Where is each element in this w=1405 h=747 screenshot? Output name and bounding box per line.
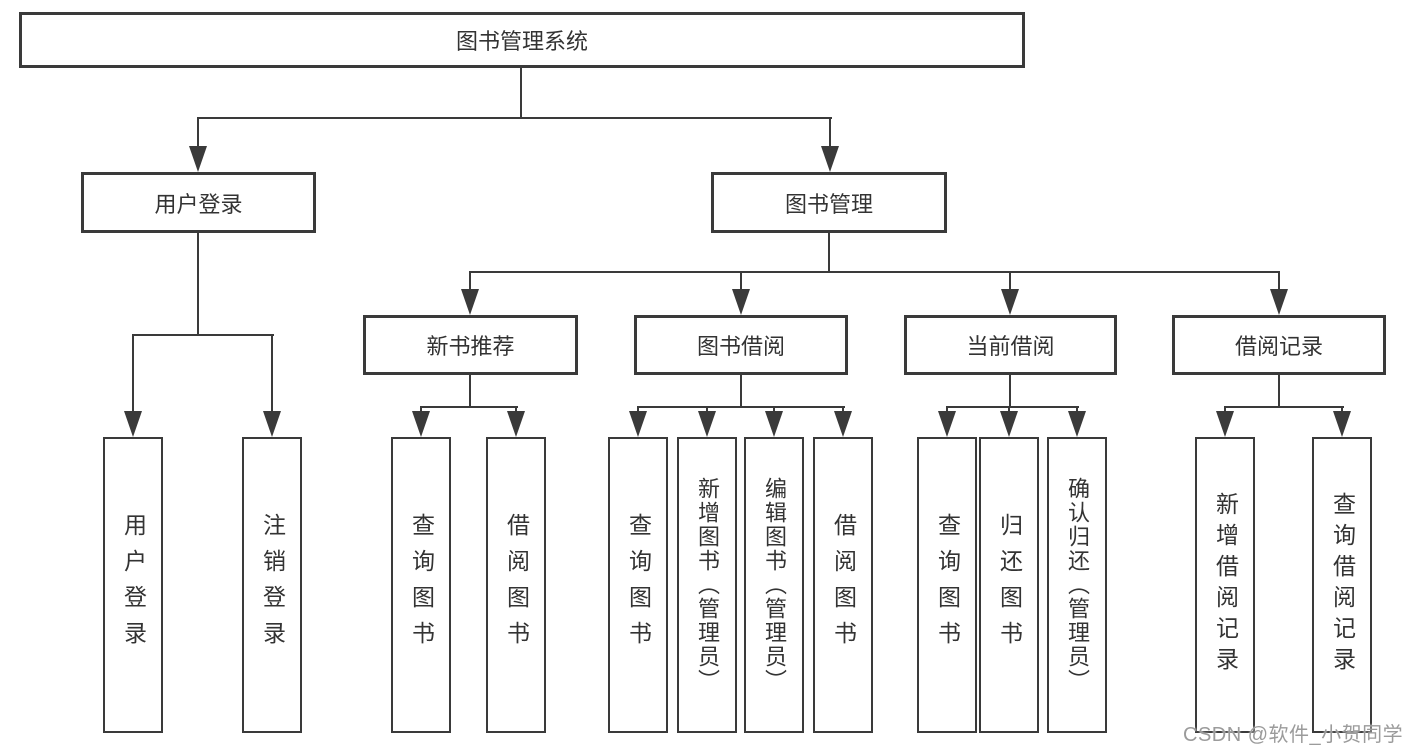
node-label: 借阅记录 (1234, 334, 1323, 359)
arrowhead-icon (461, 289, 479, 315)
arrowhead-icon (1270, 289, 1288, 315)
leaf-label: 编辑图书（管理员） (762, 477, 787, 693)
leaf-confirm-return-admin: 确认归还（管理员） (1047, 437, 1107, 733)
arrowhead-icon (124, 411, 142, 437)
connector-line (740, 273, 742, 291)
connector-line (1008, 406, 1010, 413)
connector-line (706, 406, 708, 413)
connector-line (132, 336, 134, 413)
leaf-label: 查询借阅记录 (1329, 492, 1356, 678)
connector-line (197, 117, 832, 119)
watermark: CSDN @软件_小贺同学 (1183, 724, 1404, 746)
arrowhead-icon (1068, 411, 1086, 437)
node-label: 新书推荐 (426, 334, 515, 359)
connector-line (1224, 406, 1344, 408)
connector-line (271, 336, 273, 413)
connector-line (420, 406, 422, 413)
connector-line (946, 406, 948, 413)
leaf-label: 新增借阅记录 (1212, 492, 1239, 678)
arrowhead-icon (1001, 289, 1019, 315)
leaf-user-login: 用户登录 (103, 437, 163, 733)
leaf-add-book-admin: 新增图书（管理员） (677, 437, 737, 733)
connector-line (773, 406, 775, 413)
arrowhead-icon (1000, 411, 1018, 437)
connector-line (420, 406, 518, 408)
node-label: 图书借阅 (696, 334, 785, 359)
connector-line (1224, 406, 1226, 413)
node-library-system: 图书管理系统 (19, 12, 1025, 68)
leaf-query-books-1: 查询图书 (391, 437, 451, 733)
leaf-label: 注销登录 (259, 513, 286, 657)
arrowhead-icon (1333, 411, 1351, 437)
arrowhead-icon (1216, 411, 1234, 437)
connector-line (132, 334, 274, 336)
arrowhead-icon (698, 411, 716, 437)
connector-line (1341, 406, 1343, 413)
leaf-borrow-books-2: 借阅图书 (813, 437, 873, 733)
connector-line (1278, 375, 1280, 407)
node-new-book-recommend: 新书推荐 (363, 315, 578, 375)
leaf-query-borrow-record: 查询借阅记录 (1312, 437, 1372, 733)
connector-line (469, 273, 471, 291)
leaf-return-book: 归还图书 (979, 437, 1039, 733)
connector-line (637, 406, 639, 413)
leaf-label: 确认归还（管理员） (1065, 477, 1090, 693)
connector-line (740, 375, 742, 407)
connector-line (637, 406, 845, 408)
leaf-edit-book-admin: 编辑图书（管理员） (744, 437, 804, 733)
node-current-borrow: 当前借阅 (904, 315, 1117, 375)
arrowhead-icon (938, 411, 956, 437)
leaf-label: 归还图书 (996, 513, 1023, 657)
leaf-borrow-books-1: 借阅图书 (486, 437, 546, 733)
leaf-label: 查询图书 (625, 513, 652, 657)
leaf-label: 新增图书（管理员） (695, 477, 720, 693)
arrowhead-icon (189, 146, 207, 172)
leaf-query-books-3: 查询图书 (917, 437, 977, 733)
arrowhead-icon (507, 411, 525, 437)
node-label: 图书管理 (784, 191, 873, 217)
leaf-label: 用户登录 (120, 513, 147, 657)
connector-line (197, 118, 199, 148)
arrowhead-icon (629, 411, 647, 437)
connector-line (469, 375, 471, 407)
leaf-label: 借阅图书 (503, 513, 530, 657)
connector-line (469, 271, 1280, 273)
node-label: 当前借阅 (966, 334, 1055, 359)
node-user-login: 用户登录 (81, 172, 316, 233)
connector-line (828, 233, 830, 272)
connector-line (1009, 273, 1011, 291)
leaf-logout: 注销登录 (242, 437, 302, 733)
arrowhead-icon (821, 146, 839, 172)
node-label: 用户登录 (154, 191, 243, 217)
connector-line (1076, 406, 1078, 413)
arrowhead-icon (732, 289, 750, 315)
connector-line (515, 406, 517, 413)
connector-line (1278, 273, 1280, 291)
arrowhead-icon (765, 411, 783, 437)
connector-line (520, 68, 522, 118)
leaf-label: 借阅图书 (830, 513, 857, 657)
connector-line (197, 233, 199, 335)
node-book-management: 图书管理 (711, 172, 947, 233)
node-book-borrow: 图书借阅 (634, 315, 848, 375)
leaf-query-books-2: 查询图书 (608, 437, 668, 733)
connector-line (829, 118, 831, 148)
connector-line (1009, 375, 1011, 407)
node-label: 图书管理系统 (455, 29, 588, 54)
arrowhead-icon (263, 411, 281, 437)
leaf-add-borrow-record: 新增借阅记录 (1195, 437, 1255, 733)
leaf-label: 查询图书 (934, 513, 961, 657)
node-borrow-record: 借阅记录 (1172, 315, 1386, 375)
arrowhead-icon (834, 411, 852, 437)
connector-line (842, 406, 844, 413)
arrowhead-icon (412, 411, 430, 437)
connector-line (946, 406, 1079, 408)
leaf-label: 查询图书 (408, 513, 435, 657)
